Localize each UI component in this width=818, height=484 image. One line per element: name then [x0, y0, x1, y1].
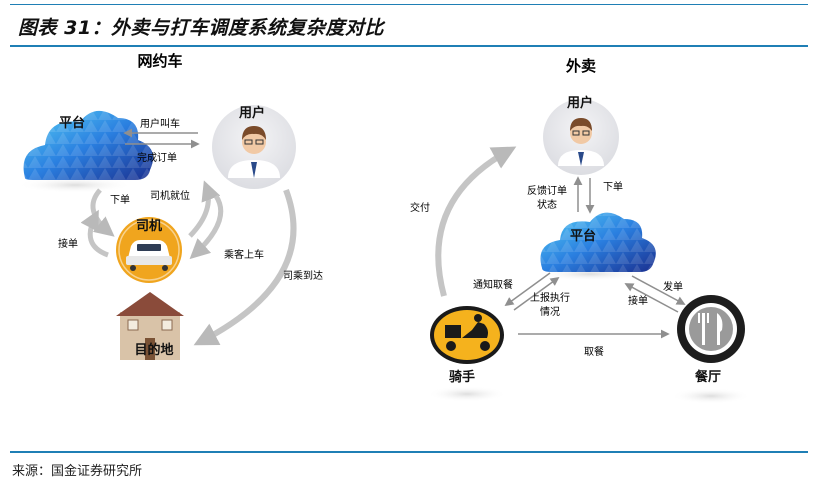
- delivery-place-order-label: 下单: [603, 181, 623, 193]
- ride-destination-house-icon: [116, 292, 184, 360]
- ride-driver-ready-arrow: [188, 180, 221, 238]
- delivery-status-label: 状态: [537, 198, 557, 211]
- ride-platform-label: 平台: [59, 115, 85, 131]
- ride-place-order-label: 下单: [110, 194, 130, 206]
- ride-pickup-arrow: [80, 209, 109, 258]
- delivery-user-avatar-icon: [543, 99, 619, 175]
- ride-board-label: 乘客上车: [224, 248, 264, 261]
- ride-place-order-arrow: [90, 188, 115, 237]
- delivery-restaurant-label: 餐厅: [694, 369, 721, 385]
- delivery-deliver-label: 交付: [410, 201, 430, 214]
- title-bar: 图表 31：外卖与打车调度系统复杂度对比: [10, 4, 808, 47]
- footer-divider: [10, 451, 808, 453]
- ride-arrive-arrow: [193, 188, 297, 346]
- ride-driver-ready-label: 司机就位: [150, 189, 190, 202]
- delivery-report-label: 上报执行: [530, 291, 570, 304]
- delivery-take-meal-label: 取餐: [584, 345, 604, 358]
- figure-title: 图表 31：外卖与打车调度系统复杂度对比: [18, 17, 385, 39]
- ride-arrive-label: 司乘到达: [283, 270, 323, 282]
- ride-user-avatar-icon: [212, 105, 296, 189]
- ride-complete-order-label: 完成订单: [137, 151, 177, 164]
- delivery-notify-pickup-label: 通知取餐: [473, 278, 513, 291]
- ride-driver-label: 司机: [136, 218, 162, 234]
- ride-user-label: 用户: [238, 105, 265, 121]
- delivery-platform-label: 平台: [570, 228, 596, 244]
- delivery-dispatch-label: 发单: [663, 280, 683, 293]
- delivery-restaurant-cutlery-icon: [671, 295, 751, 404]
- delivery-rider-label: 骑手: [449, 369, 475, 385]
- ride-driver-car-icon: [116, 217, 182, 283]
- delivery-accept-arrow: [624, 283, 679, 313]
- ride-heading: 网约车: [137, 52, 182, 70]
- delivery-user-label: 用户: [566, 95, 593, 111]
- ride-user-call-label: 用户叫车: [140, 117, 180, 130]
- delivery-report-arrow: [513, 276, 560, 311]
- ride-pickup-label: 接单: [58, 237, 78, 250]
- delivery-accept-label: 接单: [628, 294, 648, 307]
- source-note: 来源：国金证券研究所: [12, 464, 143, 479]
- delivery-situation-label: 情况: [540, 305, 560, 318]
- delivery-feedback-label: 反馈订单: [527, 184, 567, 197]
- ride-board-arrow: [189, 194, 224, 260]
- ride-destination-label: 目的地: [134, 342, 173, 358]
- delivery-dispatch-arrow: [631, 275, 686, 305]
- delivery-platform-cloud-icon: [535, 212, 656, 281]
- delivery-deliver-arrow: [435, 146, 517, 297]
- ride-platform-cloud-icon: [17, 110, 154, 193]
- delivery-notify-pickup-arrow: [504, 272, 551, 307]
- delivery-rider-scooter-icon: [427, 306, 507, 402]
- delivery-heading: 外卖: [565, 57, 596, 75]
